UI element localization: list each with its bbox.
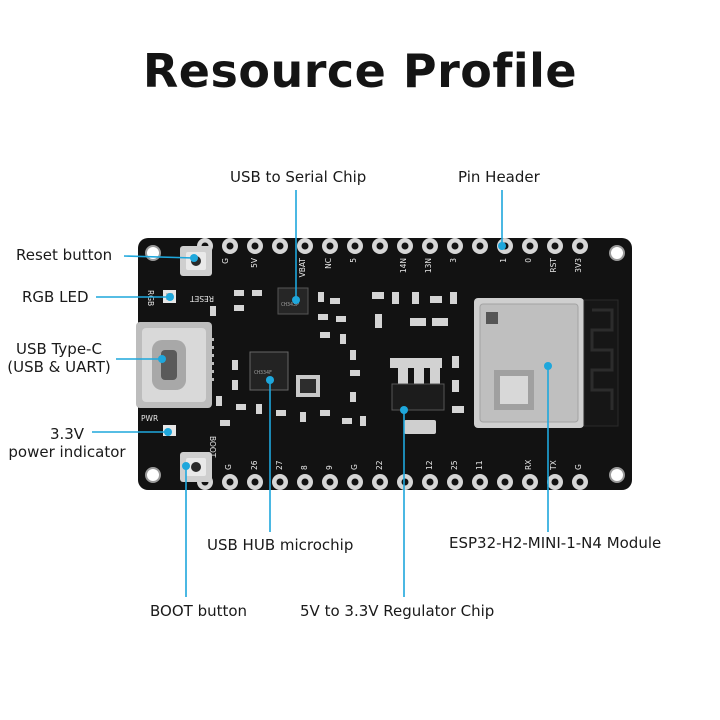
pin-label: G	[350, 464, 359, 470]
label-reset-button: Reset button	[16, 246, 113, 264]
rgb-silk: RGB	[146, 290, 155, 306]
label-power-indicator-line1: 3.3V	[49, 425, 85, 443]
top-pin-pads	[197, 238, 588, 254]
usb-serial-chip-part	[277, 287, 309, 315]
pin-label: NC	[324, 258, 333, 269]
pin-label: 3V3	[574, 258, 583, 273]
pin-label: 9	[325, 465, 334, 470]
pin-label: 1	[499, 258, 508, 263]
pin-label: TX	[549, 460, 558, 471]
label-regulator: 5V to 3.3V Regulator Chip	[300, 602, 495, 620]
boot-silk: BOOT	[208, 436, 217, 458]
pin-label: 13N	[424, 258, 433, 273]
callout-line-reset	[123, 255, 195, 259]
pwr-silk: PWR	[141, 414, 158, 423]
pin-label: 3	[449, 258, 458, 263]
label-power-indicator: 3.3V power indicator	[2, 425, 132, 461]
bottom-pin-labels: G 26 27 8 9 G 22 12 25 11 RX TX G	[224, 460, 583, 471]
pin-label: RX	[524, 460, 533, 470]
top-pin-labels: G 5V VBAT NC 5 14N 13N 3 1 0 RST 3V3	[221, 257, 583, 277]
page-title: Resource Profile	[142, 44, 578, 98]
callout-lines	[92, 190, 549, 597]
label-rgb-led: RGB LED	[22, 288, 89, 306]
svg-text:CH334F: CH334F	[254, 370, 272, 376]
pin-label: G	[224, 464, 233, 470]
pin-label: 0	[524, 258, 533, 263]
regulator-part	[390, 358, 445, 434]
label-usb-serial-chip: USB to Serial Chip	[230, 168, 367, 186]
label-module: ESP32-H2-MINI-1-N4 Module	[449, 534, 662, 552]
smd-components	[210, 290, 464, 426]
label-power-indicator-line2: power indicator	[8, 443, 126, 461]
pin-label: G	[221, 258, 230, 264]
pin-label: 22	[375, 460, 384, 470]
pin-label: 8	[300, 465, 309, 470]
pin-label: 11	[475, 460, 484, 470]
label-usb-typec-line2: (USB & UART)	[7, 358, 111, 376]
pin-label: VBAT	[298, 258, 307, 278]
pin-label: G	[574, 464, 583, 470]
pin-label: 26	[250, 460, 259, 470]
label-usb-typec: USB Type-C (USB & UART)	[2, 340, 116, 376]
pin-label: 25	[450, 460, 459, 470]
pin-label: RST	[549, 258, 558, 273]
pin-label: 5V	[250, 257, 259, 268]
pin-label: 12	[425, 460, 434, 470]
callout-dots	[158, 242, 552, 470]
label-usb-typec-line1: USB Type-C	[16, 340, 102, 358]
label-pin-header: Pin Header	[458, 168, 540, 186]
label-boot-button: BOOT button	[150, 602, 248, 620]
boot-button-part	[180, 452, 212, 482]
pin-label: 14N	[399, 258, 408, 273]
esp32-module-part	[474, 298, 619, 428]
label-usb-hub: USB HUB microchip	[207, 536, 354, 554]
pin-label: 5	[349, 258, 358, 263]
reset-silk: RESET	[190, 294, 214, 303]
usb-c-port	[136, 322, 214, 408]
pin-label: 27	[275, 460, 284, 470]
svg-text:CH343P: CH343P	[281, 302, 299, 308]
